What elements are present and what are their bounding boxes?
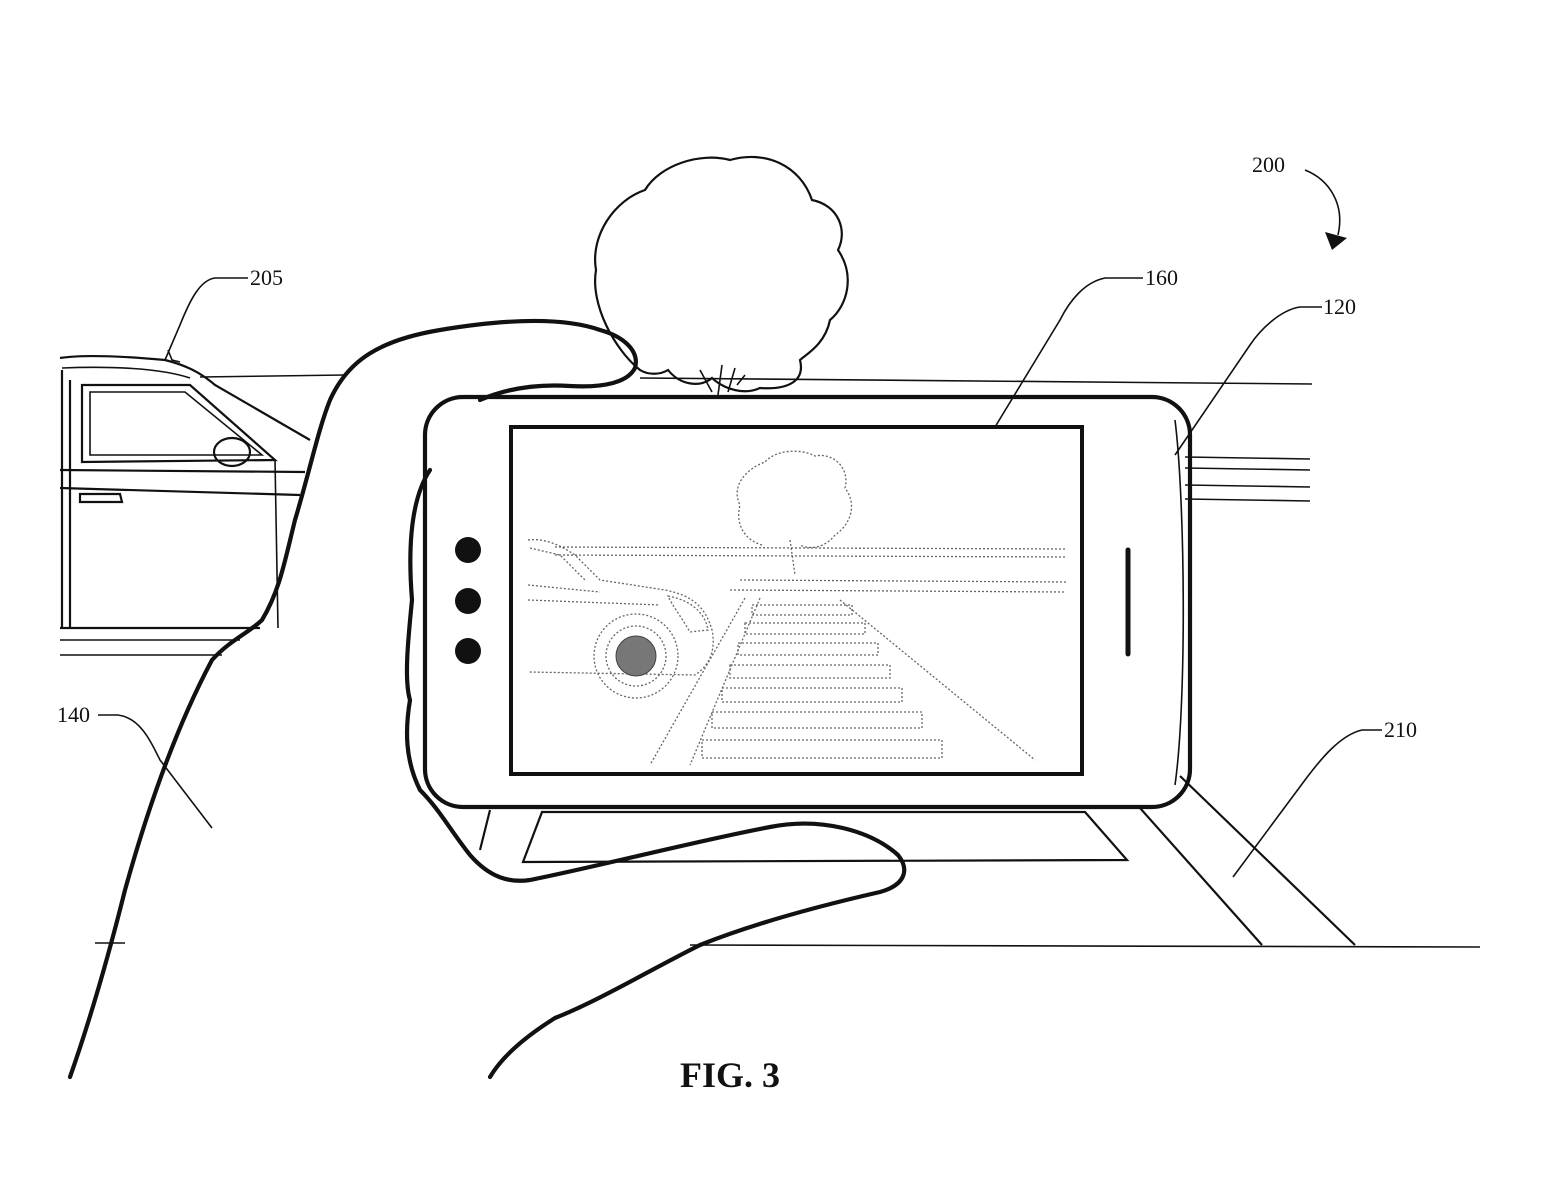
display-horizon — [554, 554, 1067, 558]
label-160: 160 — [1145, 265, 1178, 290]
display-crosswalk-stripe — [751, 604, 853, 616]
device-body — [422, 394, 1193, 810]
label-200: 200 — [1252, 152, 1285, 177]
label-205: 205 — [250, 265, 283, 290]
display-scene — [527, 450, 1067, 766]
device-display — [509, 425, 1084, 776]
display-crosswalk-edge — [649, 597, 746, 766]
figure-caption: FIG. 3 — [680, 1055, 780, 1095]
lane-line-outer — [1179, 775, 1356, 946]
background-line — [1184, 456, 1311, 460]
display-vehicle-body — [527, 539, 714, 676]
device — [422, 394, 1193, 810]
camera-lens-icon — [455, 588, 481, 614]
vehicle-door-line — [274, 459, 279, 629]
display-vehicle-hub — [615, 635, 657, 677]
marking-rectangle — [521, 810, 1130, 864]
marking-left-edge — [478, 809, 492, 851]
vehicle-body-crease — [59, 486, 301, 497]
vehicle-door-handle — [78, 492, 124, 504]
display-vehicle-wheel-arch — [593, 613, 679, 699]
hand-thumb-outline — [67, 318, 638, 1080]
camera-lens-icon — [455, 638, 481, 664]
horizon-line-left — [199, 374, 346, 378]
arrowhead-icon — [1325, 232, 1347, 250]
tree — [594, 155, 849, 396]
leader-200 — [1304, 169, 1341, 236]
display-horizon — [554, 546, 1067, 550]
leader-205 — [164, 277, 248, 361]
display-crosswalk-stripe — [729, 664, 891, 679]
ground-line-right — [689, 944, 1481, 948]
vehicle-window — [80, 383, 278, 464]
display-crosswalk-stripe — [711, 711, 923, 729]
road-marking — [478, 775, 1356, 946]
display-crosswalk-stripe — [721, 687, 903, 703]
display-road-edge — [729, 589, 1067, 593]
label-140: 140 — [57, 702, 90, 727]
vehicle-beltline — [59, 468, 306, 474]
background-line — [1184, 484, 1311, 488]
background-line — [1184, 467, 1311, 471]
label-120: 120 — [1323, 294, 1356, 319]
display-vehicle-wheel — [605, 625, 667, 687]
horizon-line-right — [639, 377, 1313, 385]
tree-canopy — [594, 155, 849, 393]
lane-line-inner — [1139, 807, 1263, 946]
display-tree-trunk — [789, 539, 796, 576]
display-crosswalk-stripe — [737, 642, 879, 656]
vehicle-antenna — [167, 349, 181, 363]
vehicle-window-inner — [89, 391, 265, 456]
hand-fingers-outline — [404, 467, 907, 1080]
background-line — [1184, 498, 1311, 502]
leader-160 — [994, 277, 1143, 428]
label-210: 210 — [1384, 717, 1417, 742]
background-scene — [60, 374, 1481, 948]
display-crosswalk-stripe — [701, 739, 943, 759]
labels: 200 205 160 120 140 210 FIG. 3 — [57, 152, 1417, 1095]
device-side-edge — [1174, 419, 1185, 786]
leader-120 — [1174, 306, 1322, 456]
leader-210 — [1232, 729, 1382, 878]
display-vehicle-lines — [527, 547, 661, 606]
display-tree — [736, 450, 853, 549]
vehicle — [59, 349, 311, 630]
display-vehicle-headlight — [666, 595, 709, 633]
hand — [67, 318, 907, 1080]
vehicle-roof-rail — [61, 366, 191, 379]
display-crosswalk-stripe — [744, 622, 866, 635]
vehicle-door-edge — [60, 370, 72, 628]
vehicle-side-mirror — [212, 436, 252, 468]
vehicle-roof — [59, 354, 311, 441]
tree-trunk — [699, 364, 746, 396]
leader-140 — [98, 714, 213, 829]
leader-lines — [98, 169, 1382, 878]
camera-lens-icon — [455, 537, 481, 563]
